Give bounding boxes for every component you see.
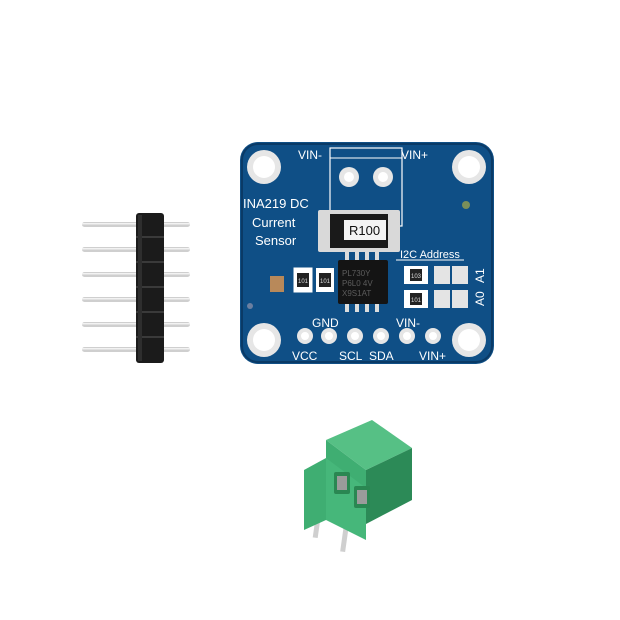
pin-label-vin-minus: VIN-	[396, 316, 420, 330]
bottom-pin-pads	[297, 328, 441, 344]
pin-label-vin-plus: VIN+	[419, 349, 446, 363]
cap-mark-2: 101	[320, 279, 331, 285]
shunt-resistor: R100	[318, 210, 400, 252]
board-title-line3: Sensor	[255, 233, 297, 248]
vin-plus-top-label: VIN+	[401, 148, 428, 162]
shunt-label: R100	[349, 223, 380, 238]
pin-label-vcc: VCC	[292, 349, 318, 363]
board-title-line1: INA219 DC	[243, 196, 309, 211]
pin-label-gnd: GND	[312, 316, 339, 330]
terminal-screws	[334, 472, 370, 508]
ina219-board-icon: VIN- VIN+ INA219 DC Current Sensor R100 …	[240, 142, 494, 364]
left-smd-components: 101 101	[293, 267, 334, 293]
screw-terminal-icon	[304, 420, 412, 553]
terminal-pads	[339, 167, 393, 187]
i2c-address-label: I2C Address	[400, 249, 460, 261]
cap-mark-3: 103	[411, 274, 422, 280]
chip-text-1: PL730Y	[342, 269, 371, 278]
mounting-holes	[247, 150, 486, 357]
cap-mark-1: 101	[298, 279, 309, 285]
header-plastic	[136, 213, 164, 363]
ina219-chip: PL730Y P6L0 4V X9S1AT	[338, 252, 388, 312]
a1-label: A1	[473, 268, 487, 283]
pin-header-icon	[82, 213, 190, 363]
pin-label-scl: SCL	[339, 349, 363, 363]
board-title-line2: Current	[252, 215, 296, 230]
pin-label-sda: SDA	[369, 349, 394, 363]
chip-text-3: X9S1AT	[342, 289, 371, 298]
chip-text-2: P6L0 4V	[342, 279, 373, 288]
cap-mark-4: 101	[411, 298, 422, 304]
address-jumpers: 103 101	[404, 266, 468, 308]
vin-minus-top-label: VIN-	[298, 148, 322, 162]
a0-label: A0	[473, 291, 487, 306]
